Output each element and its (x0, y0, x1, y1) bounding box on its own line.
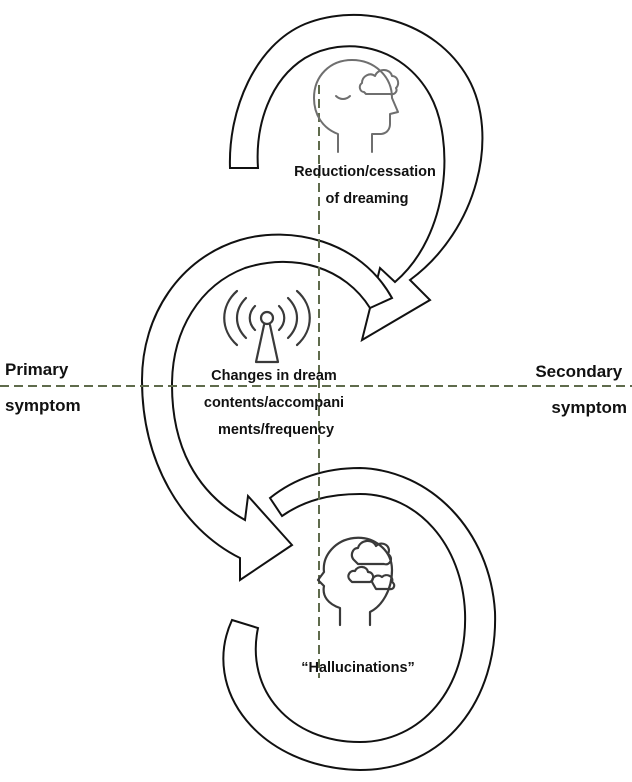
antenna-signal-icon (223, 289, 311, 364)
top-cycle-arrow (228, 13, 484, 343)
middle-cycle-arrow (140, 233, 394, 582)
primary-symptom-label: Primary symptom (5, 360, 81, 415)
head-with-cloud-icon (313, 59, 400, 153)
secondary-symptom-label: Secondary symptom (535, 362, 627, 417)
stage-1-label: Reduction/cessation of dreaming (294, 164, 440, 207)
head-with-clouds-icon (316, 536, 396, 627)
stage-2-label: Changes in dream contents/accompani ment… (204, 368, 348, 438)
stage-3-label: “Hallucinations” (301, 660, 415, 676)
bottom-cycle-arrow (222, 466, 497, 772)
